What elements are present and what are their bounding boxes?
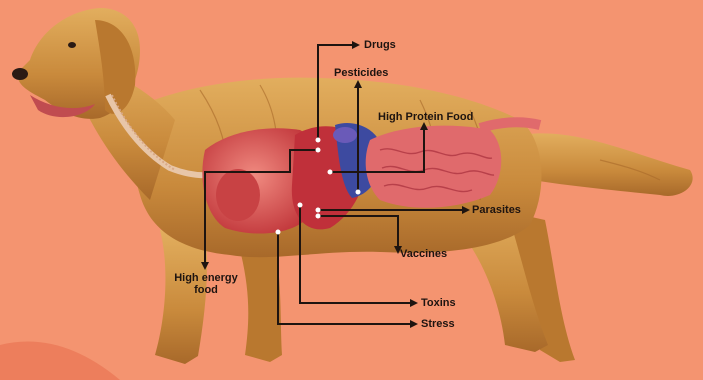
label-high-energy-food: High energy food (166, 272, 246, 296)
label-pesticides: Pesticides (334, 67, 388, 79)
arrow-stress (410, 320, 418, 328)
background-swoosh (0, 342, 120, 380)
label-drugs: Drugs (364, 39, 396, 51)
colon (480, 122, 540, 128)
dog-eye (68, 42, 76, 48)
label-vaccines: Vaccines (400, 248, 447, 260)
label-parasites: Parasites (472, 204, 521, 216)
gallbladder (333, 127, 357, 143)
label-toxins: Toxins (421, 297, 456, 309)
label-high-protein-food: High Protein Food (378, 111, 473, 123)
arrow-toxins (410, 299, 418, 307)
dog-front-leg-back (240, 245, 282, 362)
dog-nose (12, 68, 28, 80)
dog-front-leg-front (155, 230, 207, 364)
arrow-drugs (352, 41, 360, 49)
heart (216, 169, 260, 221)
label-stress: Stress (421, 318, 455, 330)
